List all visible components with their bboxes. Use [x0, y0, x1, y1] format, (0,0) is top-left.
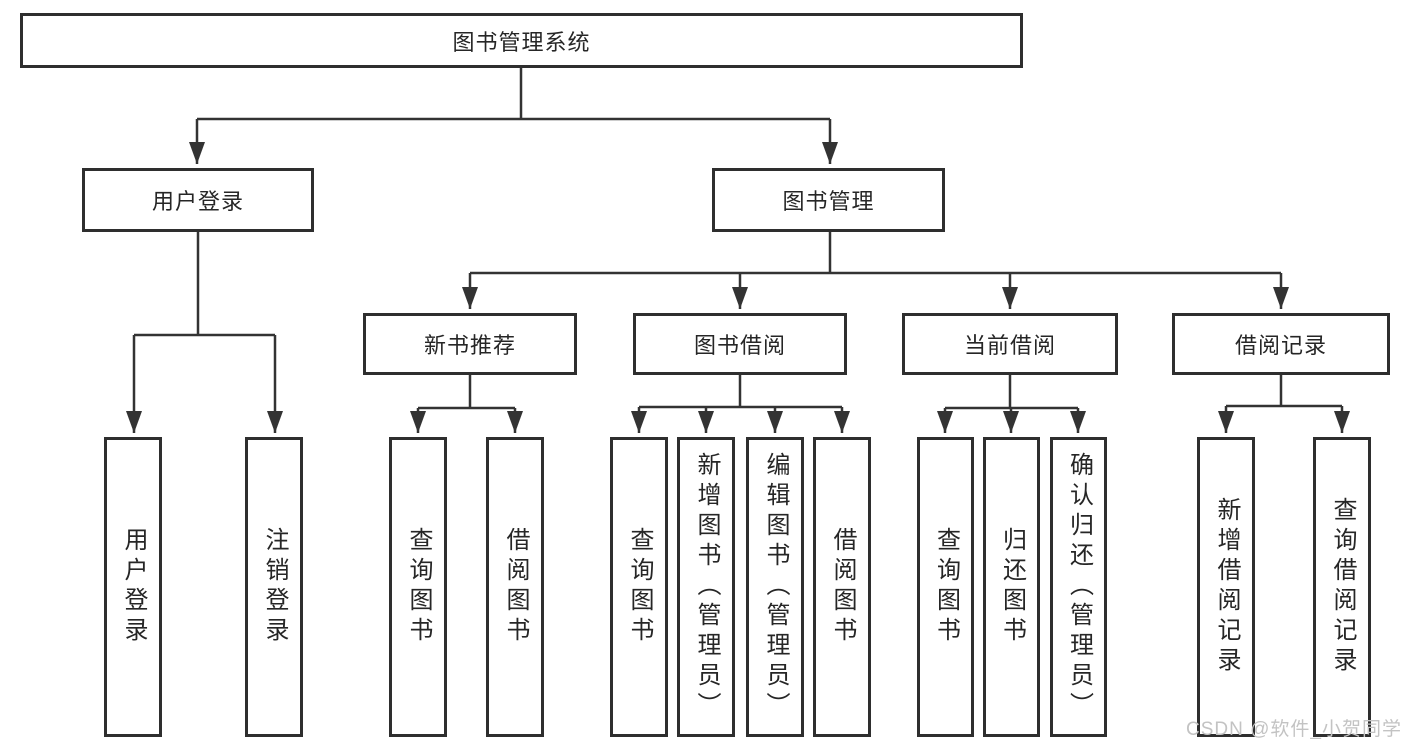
- node-label: 归还图书: [998, 527, 1026, 647]
- connector-userlogin-stem: [134, 232, 275, 337]
- connector-borrowrecord-stem: [1226, 375, 1342, 408]
- node-label: 编辑图书（管理员）: [762, 452, 789, 722]
- node-label: 查询图书: [626, 527, 653, 647]
- node-label: 借阅图书: [829, 527, 856, 647]
- node-label: 用户登录: [120, 527, 147, 647]
- leaf-query-book-1: 查询图书: [389, 437, 447, 737]
- node-label: 注销登录: [261, 527, 288, 647]
- node-book-management: 图书管理: [712, 168, 945, 232]
- node-label: 新增借阅记录: [1213, 497, 1240, 677]
- node-label: 借阅图书: [502, 527, 529, 647]
- leaf-return-book: 归还图书: [983, 437, 1040, 737]
- csdn-watermark: CSDN @软件_小贺同学: [1186, 719, 1402, 740]
- node-label: 图书管理系统: [452, 29, 591, 55]
- leaf-query-book-2: 查询图书: [610, 437, 668, 737]
- connector-currentborrow-stem: [945, 375, 1078, 410]
- connector-newbookrec-stem: [418, 375, 515, 410]
- node-label: 新书推荐: [423, 333, 516, 358]
- node-label: 当前借阅: [963, 333, 1056, 358]
- connector-bookmgmt-stem: [470, 232, 1281, 275]
- node-label: 图书借阅: [693, 333, 786, 358]
- node-current-borrowing: 当前借阅: [902, 313, 1118, 375]
- node-label: 图书管理: [782, 189, 875, 214]
- node-label: 查询图书: [932, 527, 960, 647]
- node-label: 借阅记录: [1234, 333, 1327, 358]
- node-label: 查询图书: [405, 527, 432, 647]
- leaf-user-login: 用户登录: [104, 437, 162, 737]
- leaf-borrow-book-2: 借阅图书: [813, 437, 871, 737]
- node-user-login: 用户登录: [82, 168, 314, 232]
- node-borrowing-record: 借阅记录: [1172, 313, 1390, 375]
- connector-root-stem: [197, 68, 830, 121]
- node-library-management-system: 图书管理系统: [20, 13, 1023, 68]
- leaf-confirm-return-admin: 确认归还（管理员）: [1050, 437, 1107, 737]
- leaf-add-book-admin: 新增图书（管理员）: [677, 437, 735, 737]
- node-label: 查询借阅记录: [1329, 497, 1356, 677]
- leaf-query-book-3: 查询图书: [917, 437, 974, 737]
- connector-bookborrow-stem: [639, 375, 842, 409]
- leaf-query-borrow-record: 查询借阅记录: [1313, 437, 1371, 737]
- leaf-edit-book-admin: 编辑图书（管理员）: [746, 437, 804, 737]
- leaf-logout: 注销登录: [245, 437, 303, 737]
- leaf-add-borrow-record: 新增借阅记录: [1197, 437, 1255, 737]
- node-new-book-recommendation: 新书推荐: [363, 313, 577, 375]
- node-book-borrowing: 图书借阅: [633, 313, 847, 375]
- leaf-borrow-book-1: 借阅图书: [486, 437, 544, 737]
- node-label: 用户登录: [151, 189, 244, 214]
- node-label: 新增图书（管理员）: [693, 452, 720, 722]
- node-label: 确认归还（管理员）: [1065, 452, 1093, 722]
